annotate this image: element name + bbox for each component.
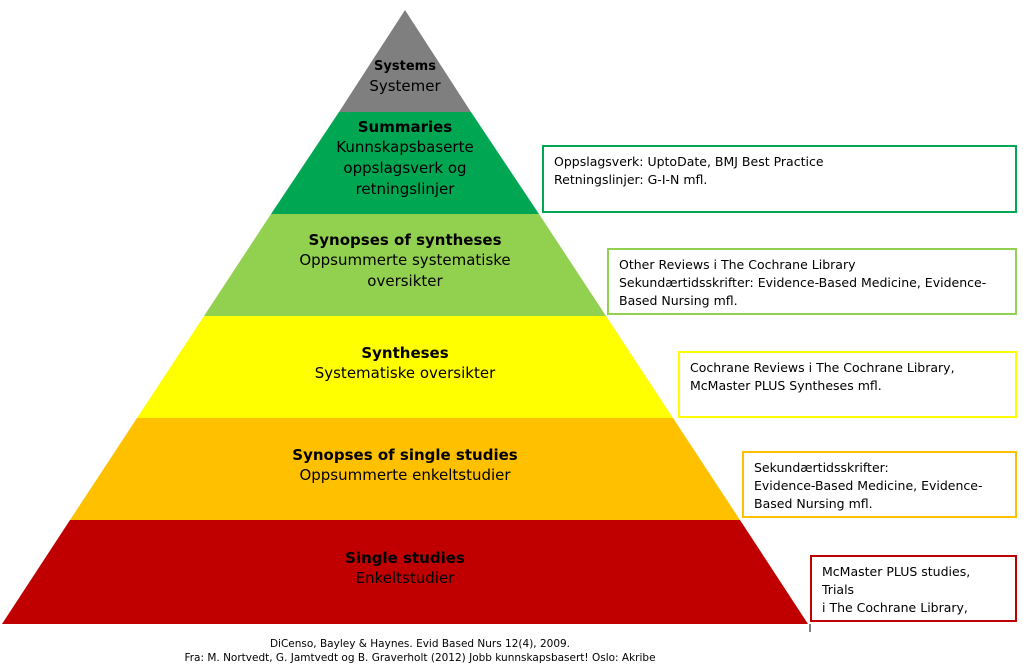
- tier-systems: [339, 10, 471, 112]
- callout-syntheses: Cochrane Reviews i The Cochrane Library,…: [678, 351, 1017, 418]
- tier-title-en: Single studies: [345, 549, 465, 567]
- tier-label-syntheses: Syntheses Systematiske oversikter: [195, 343, 615, 384]
- tier-label-synopses-of-single-studies: Synopses of single studies Oppsummerte e…: [195, 445, 615, 486]
- tier-syntheses: [137, 316, 673, 418]
- tier-title-no: Systematiske oversikter: [314, 364, 496, 382]
- tier-title-en: Synopses of single studies: [292, 446, 518, 464]
- tier-title-no: Systemer: [369, 77, 441, 95]
- callout-single-studies: McMaster PLUS studies, Trials i The Coch…: [810, 555, 1017, 622]
- tier-label-single-studies: Single studies Enkeltstudier: [195, 548, 615, 589]
- tier-title-en: Summaries: [357, 118, 453, 136]
- tier-synopses-of-syntheses: [204, 214, 606, 316]
- tier-synopses-of-single-studies: [70, 418, 740, 520]
- tier-title-no: Kunnskapsbaserte oppslagsverk og retning…: [336, 138, 474, 198]
- callout-synopses-of-single-studies: Sekundærtidsskrifter: Evidence-Based Med…: [742, 451, 1017, 518]
- citation-line-2: Fra: M. Nortvedt, G. Jamtvedt og B. Grav…: [184, 652, 656, 664]
- tier-title-no: Enkeltstudier: [355, 569, 455, 587]
- tier-label-summaries: Summaries Kunnskapsbaserte oppslagsverk …: [195, 117, 615, 200]
- tier-title-en: Syntheses: [361, 344, 449, 362]
- tier-single-studies: [2, 520, 808, 624]
- tier-label-synopses-of-syntheses: Synopses of syntheses Oppsummerte system…: [195, 230, 615, 292]
- callout-synopses-of-syntheses: Other Reviews i The Cochrane Library Sek…: [607, 248, 1017, 315]
- tier-title-en: Systems: [374, 59, 436, 74]
- tier-summaries: [271, 112, 539, 214]
- tier-title-no: Oppsummerte enkeltstudier: [299, 466, 511, 484]
- tier-label-systems: Systems Systemer: [195, 58, 615, 97]
- callout-summaries: Oppslagsverk: UptoDate, BMJ Best Practic…: [542, 145, 1017, 213]
- tier-title-no: Oppsummerte systematiske oversikter: [299, 251, 511, 290]
- citation-line-1: DiCenso, Bayley & Haynes. Evid Based Nur…: [269, 638, 571, 650]
- tier-title-en: Synopses of syntheses: [308, 231, 502, 249]
